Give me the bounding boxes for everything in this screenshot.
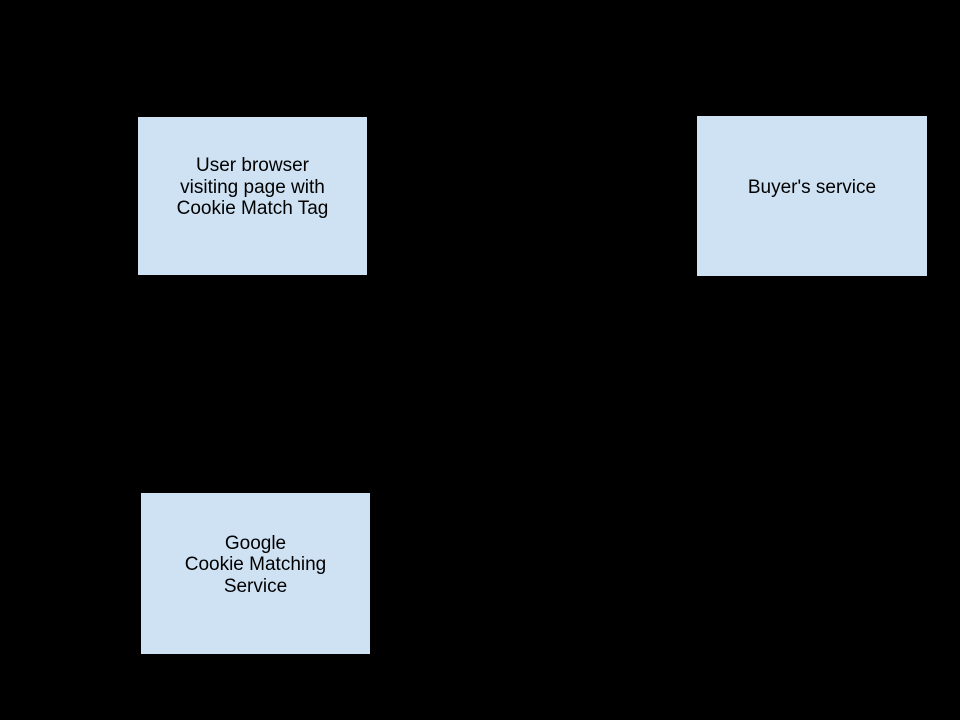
node-label-line: Service bbox=[223, 575, 288, 597]
node-user-browser: User browser visiting page with Cookie M… bbox=[137, 116, 368, 276]
node-google-cookie-matching-service: Google Cookie Matching Service bbox=[140, 492, 371, 655]
node-label-line: Cookie Matching bbox=[184, 554, 327, 576]
node-label-line: Buyer's service bbox=[747, 176, 877, 198]
node-label-line: Google bbox=[224, 532, 287, 554]
node-label-line: User browser bbox=[196, 155, 309, 177]
node-label-line: visiting page with bbox=[180, 176, 325, 198]
node-buyers-service: Buyer's service bbox=[696, 115, 928, 277]
node-label-line: Cookie Match Tag bbox=[176, 198, 329, 220]
